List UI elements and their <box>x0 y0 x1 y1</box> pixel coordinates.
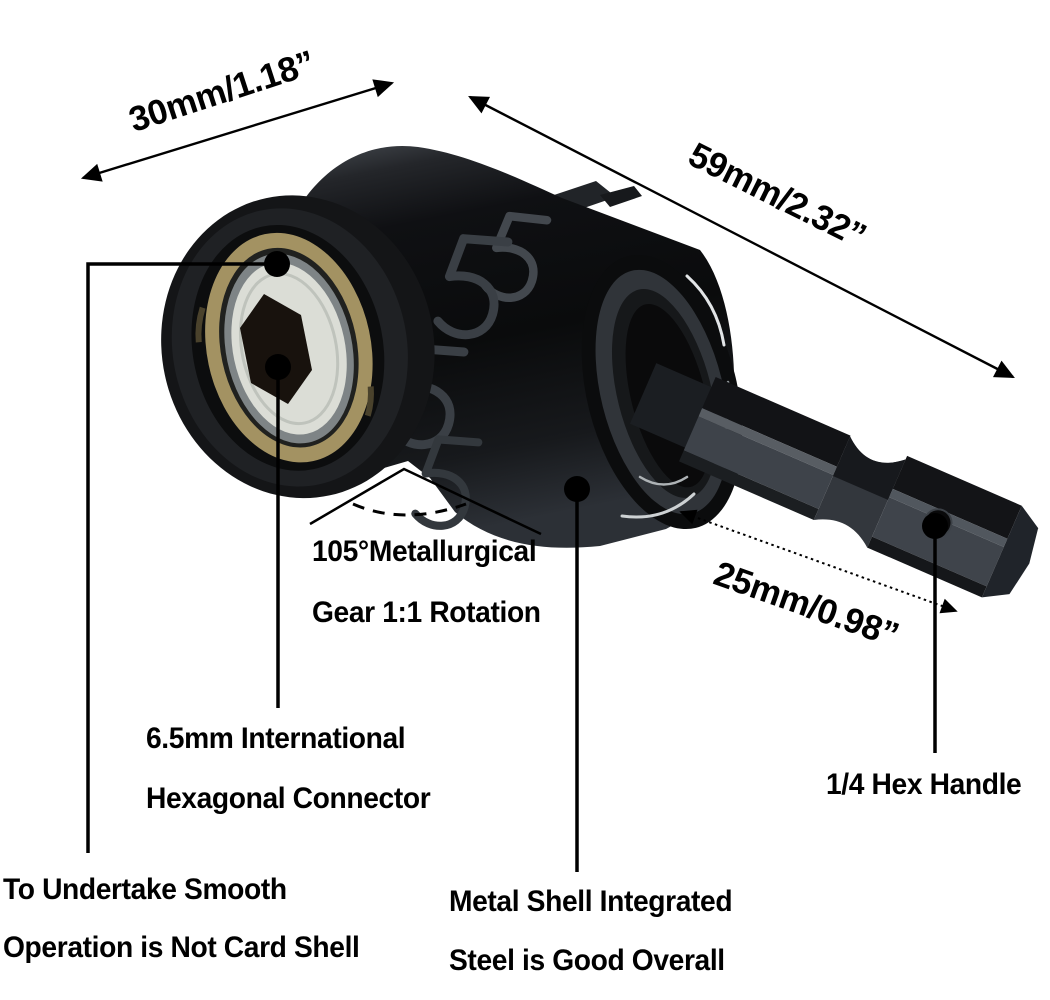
connector-label: 6.5mm International Hexagonal Connector <box>146 709 431 829</box>
leader-shell <box>86 262 277 853</box>
dot-metal <box>564 476 590 502</box>
hex-handle-label: 1/4 Hex Handle <box>826 768 1022 801</box>
angle-label: 105°Metallurgical Gear 1:1 Rotation <box>312 521 541 643</box>
callout-dots <box>264 251 948 539</box>
dimension-arrow-25mm <box>679 509 958 614</box>
shell-operation-label: To Undertake Smooth Operation is Not Car… <box>3 861 360 977</box>
shell-operation-label-line1: To Undertake Smooth <box>3 873 287 906</box>
connector-label-line1: 6.5mm International <box>146 722 406 755</box>
connector-label-line2: Hexagonal Connector <box>146 782 431 815</box>
dimension-arrow-30mm <box>80 79 395 182</box>
angle-indicator <box>309 467 542 536</box>
hex-socket <box>240 294 312 404</box>
top-clip-nub <box>600 186 642 207</box>
metal-shell-label-line1: Metal Shell Integrated <box>449 885 733 918</box>
metal-shell-label-line2: Steel is Good Overall <box>449 944 725 977</box>
angle-label-line1: 105°Metallurgical <box>312 535 537 568</box>
dot-connector <box>265 354 291 380</box>
dot-hex-handle <box>922 513 948 539</box>
product-render <box>161 145 1039 598</box>
dimension-arrow-59mm <box>468 95 1015 379</box>
angle-label-line2: Gear 1:1 Rotation <box>312 596 541 629</box>
dot-shell <box>264 251 290 277</box>
callout-leaders <box>86 262 937 872</box>
shell-operation-label-line2: Operation is Not Card Shell <box>3 931 360 964</box>
angle-arc-dashed <box>352 502 467 517</box>
metal-shell-label: Metal Shell Integrated Steel is Good Ove… <box>449 872 733 990</box>
